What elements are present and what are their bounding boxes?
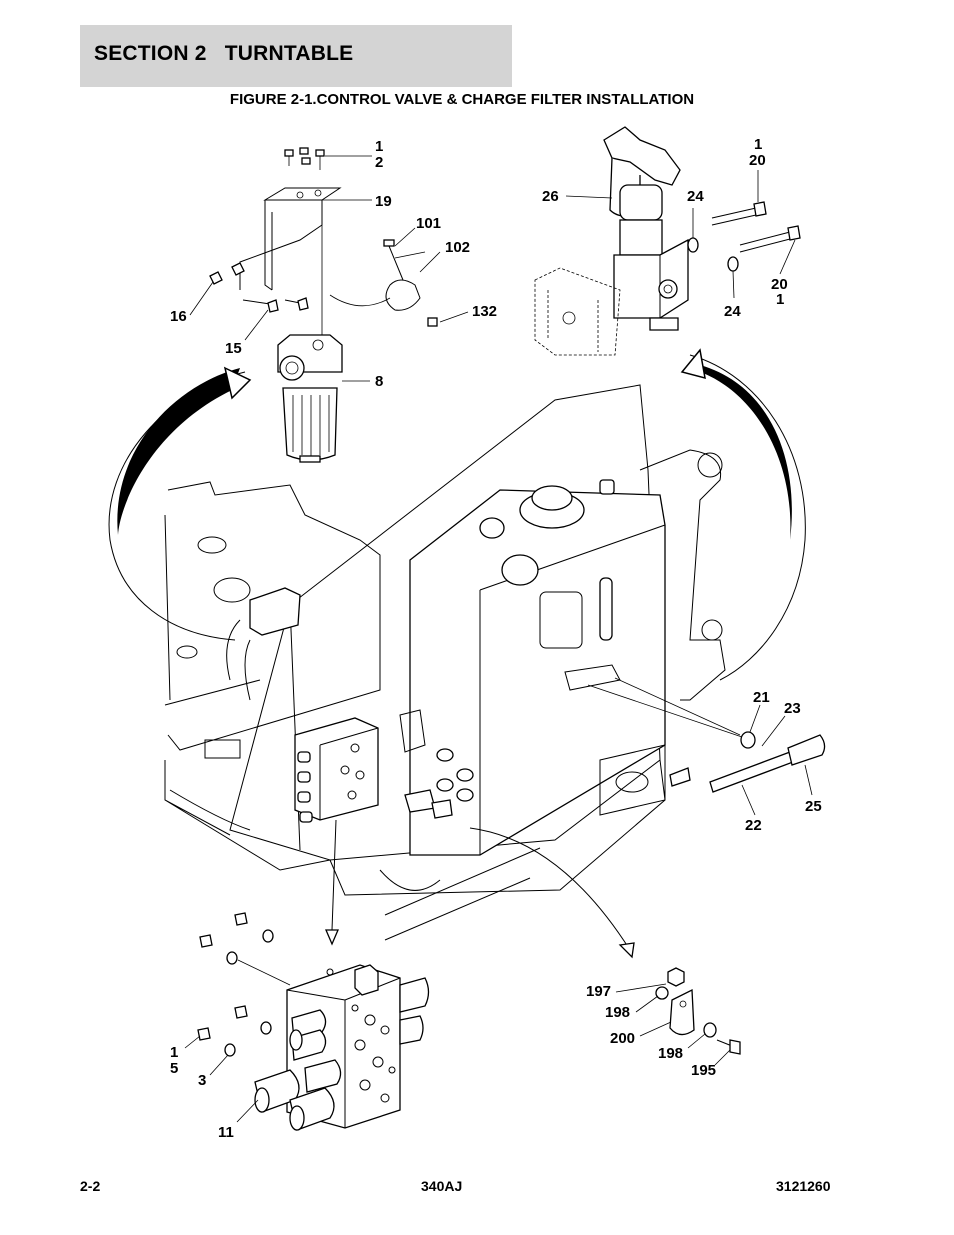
- callout-200: 200: [610, 1030, 635, 1047]
- callout-3: 3: [198, 1072, 206, 1089]
- callout-1: 1: [375, 138, 383, 155]
- callout-24: 24: [687, 188, 704, 205]
- callout-197: 197: [586, 983, 611, 1000]
- callout-102: 102: [445, 239, 470, 256]
- section-title: SECTION 2 TURNTABLE: [94, 42, 354, 65]
- callout-1: 1: [754, 136, 762, 153]
- callout-24: 24: [724, 303, 741, 320]
- footer-page-number: 2-2: [80, 1178, 101, 1194]
- hand-pump-assembly: [534, 126, 801, 356]
- charge-filter-assembly: [209, 147, 438, 463]
- right-assembly-arrow: [680, 348, 806, 681]
- callout-22: 22: [745, 817, 762, 834]
- callout-101: 101: [416, 215, 441, 232]
- leader-lines: [184, 155, 813, 1123]
- callout-198: 198: [658, 1045, 683, 1062]
- callout-21: 21: [753, 689, 770, 706]
- callout-20: 20: [749, 152, 766, 169]
- callout-numbers: 1 2 19 101 102 132 16 15 8 26 1 20 24 20…: [170, 136, 822, 1141]
- section-header: SECTION 2 TURNTABLE: [80, 25, 512, 87]
- callout-2: 2: [375, 154, 383, 171]
- installed-control-valve: [226, 587, 474, 823]
- callout-198: 198: [605, 1004, 630, 1021]
- left-assembly-arrow: [108, 366, 252, 641]
- callout-1: 1: [776, 291, 784, 308]
- footer-model: 340AJ: [421, 1178, 463, 1194]
- callout-11: 11: [218, 1124, 234, 1141]
- figure-title: FIGURE 2-1.CONTROL VALVE & CHARGE FILTER…: [229, 91, 695, 108]
- callout-132: 132: [472, 303, 497, 320]
- mounting-hardware: [655, 967, 741, 1055]
- callout-16: 16: [170, 308, 187, 325]
- callout-23: 23: [784, 700, 801, 717]
- exploded-control-valve: [197, 912, 430, 1131]
- valve-pointer-arrows: [325, 819, 635, 959]
- callout-8: 8: [375, 373, 383, 390]
- callout-5: 5: [170, 1060, 178, 1077]
- callout-19: 19: [375, 193, 392, 210]
- turntable-body: [164, 384, 826, 941]
- callout-26: 26: [542, 188, 559, 205]
- callout-15: 15: [225, 340, 242, 357]
- callout-1: 1: [170, 1044, 178, 1061]
- callout-195: 195: [691, 1062, 716, 1079]
- footer-doc-number: 3121260: [776, 1178, 831, 1194]
- callout-25: 25: [805, 798, 822, 815]
- callout-20: 20: [771, 276, 788, 293]
